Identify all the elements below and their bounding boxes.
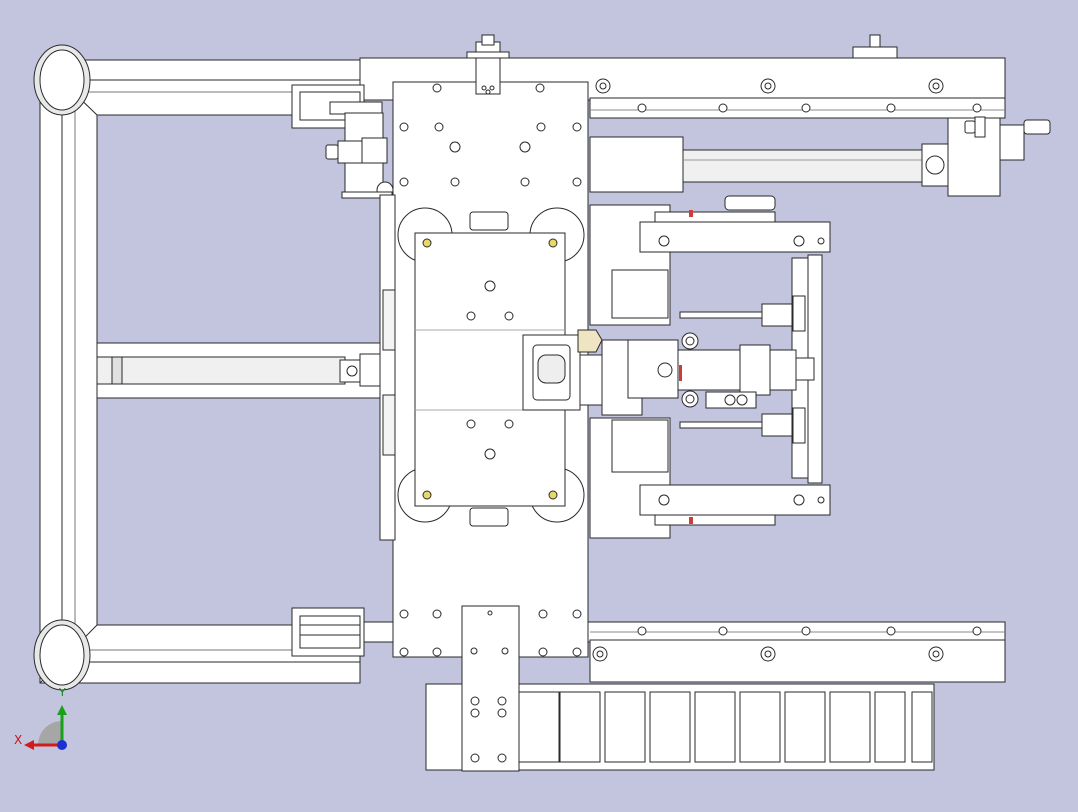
top-pneumatic-cylinder bbox=[589, 116, 1051, 197]
right-center-jaw bbox=[677, 344, 815, 409]
red-markers bbox=[679, 210, 693, 524]
triad-y-label: Y bbox=[59, 686, 66, 699]
top-clamp-post bbox=[466, 34, 510, 95]
lower-finger-arm bbox=[589, 407, 831, 539]
caster-wheel-top bbox=[33, 44, 91, 116]
cable-drag-chain bbox=[425, 605, 935, 772]
triad-x-label: X bbox=[14, 733, 23, 747]
triad-z-axis bbox=[57, 740, 67, 750]
upper-left-fitting bbox=[325, 112, 394, 199]
left-pneumatic-cylinder bbox=[96, 353, 391, 387]
guide-block-top bbox=[291, 84, 383, 129]
gripper-plate bbox=[414, 232, 566, 507]
plate-bolt-holes bbox=[399, 83, 582, 657]
caster-wheel-bottom bbox=[33, 619, 91, 691]
view-orientation-triad bbox=[24, 705, 67, 750]
center-gear-mechanism bbox=[522, 329, 699, 416]
guide-block-bottom bbox=[291, 607, 365, 657]
